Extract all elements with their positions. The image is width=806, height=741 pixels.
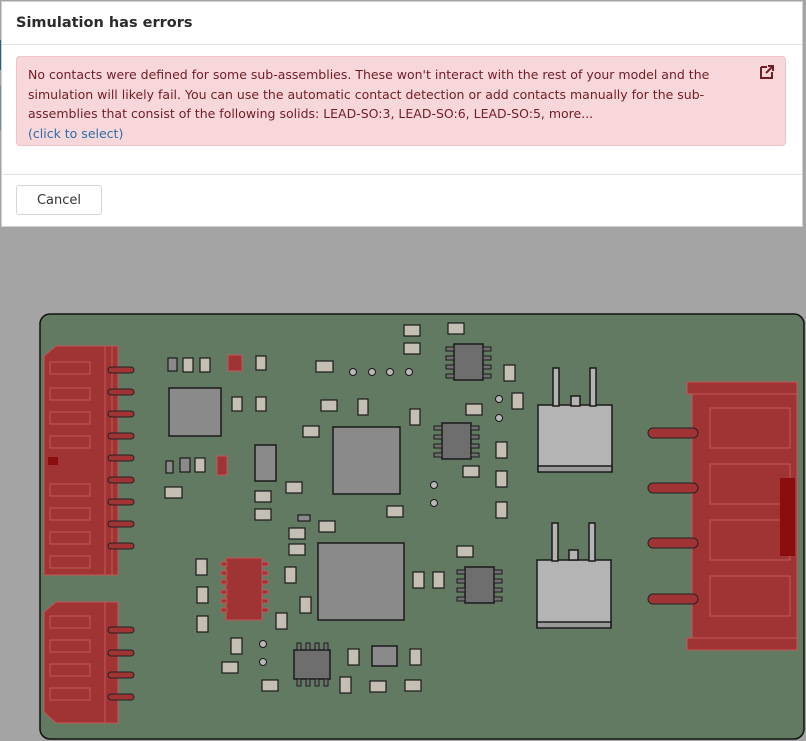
connector-pins-right [647, 427, 699, 605]
test-points [259, 368, 503, 666]
passive-components [164, 322, 524, 694]
soic-leads [296, 346, 503, 687]
ic-small [254, 444, 277, 482]
connector-left-top [43, 345, 119, 576]
sidebar-edge [0, 40, 3, 70]
dialog-header: Simulation has errors [2, 2, 802, 45]
sidebar-edge [0, 86, 3, 130]
regulators [536, 367, 613, 629]
click-to-select-link[interactable]: (click to select) [28, 125, 124, 141]
connector-marker [48, 457, 58, 465]
cancel-button[interactable]: Cancel [16, 185, 102, 215]
alert-message: No contacts were defined for some sub-as… [28, 67, 710, 121]
connector-pins-left-top [107, 366, 135, 550]
connector-left-bottom [43, 601, 119, 724]
dialog-footer: Cancel [2, 174, 802, 227]
pcb-board [39, 313, 805, 740]
external-link-icon[interactable] [759, 64, 775, 80]
error-alert: No contacts were defined for some sub-as… [16, 56, 786, 146]
soic-highlighted [216, 354, 269, 621]
dialog-title: Simulation has errors [16, 15, 193, 31]
ic-large [168, 387, 222, 437]
ic-large [332, 426, 401, 495]
connector-marker [780, 478, 795, 556]
error-dialog: Simulation has errors No contacts were d… [2, 2, 802, 226]
connector-right [686, 381, 798, 651]
ic-large [317, 542, 405, 621]
ic-small [371, 645, 398, 667]
connector-pins-left-bottom [107, 626, 135, 701]
soic-chips [293, 343, 495, 680]
